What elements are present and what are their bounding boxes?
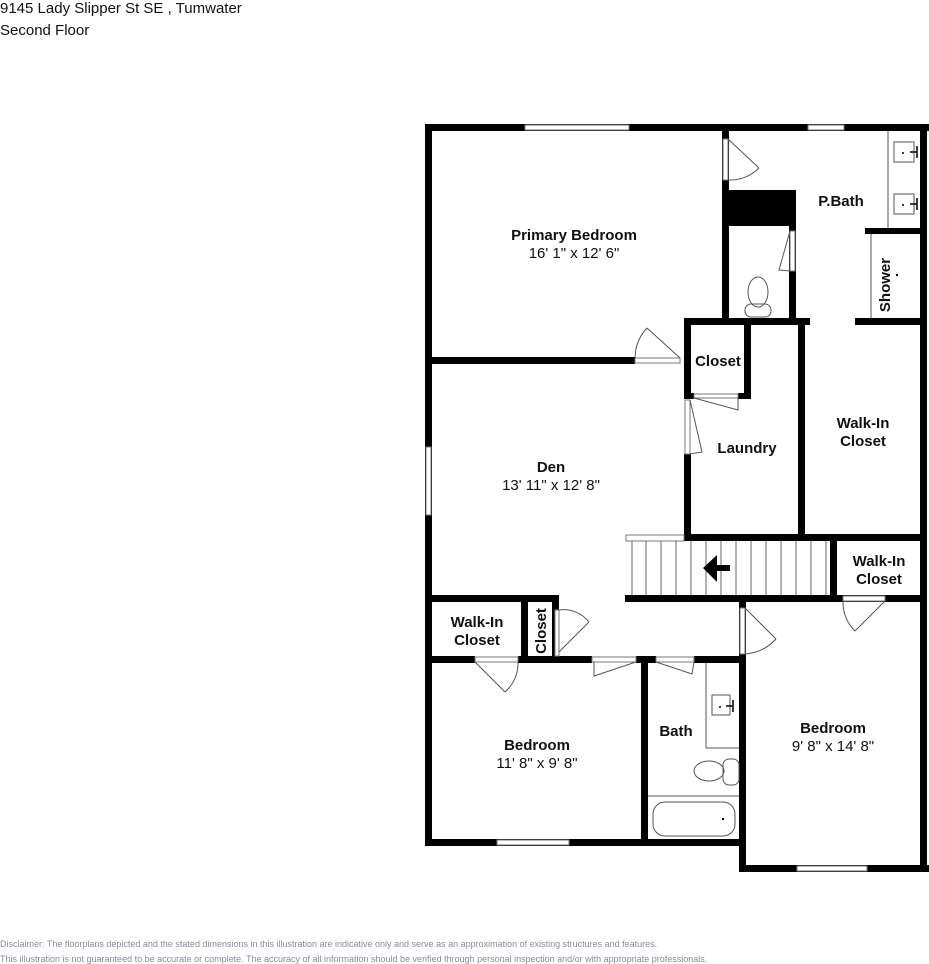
property-address: 9145 Lady Slipper St SE , Tumwater bbox=[0, 0, 242, 17]
bedroom-left-label: Bedroom bbox=[504, 737, 570, 754]
walk-in-closet-upper-label-2: Closet bbox=[840, 433, 886, 450]
disclaimer-line-1: Disclaimer: The floorplans depicted and … bbox=[0, 939, 658, 949]
bedroom-left-dims: 11' 8" x 9' 8" bbox=[496, 755, 577, 772]
den-dims: 13' 11" x 12' 8" bbox=[502, 477, 600, 494]
walk-in-closet-left-label-1: Walk-In bbox=[451, 614, 504, 631]
den-label: Den bbox=[537, 459, 565, 476]
fixtures bbox=[648, 131, 918, 837]
closet-small-label: Closet bbox=[533, 608, 550, 654]
bath-label: Bath bbox=[659, 723, 692, 740]
disclaimer-line-2: This illustration is not guaranteed to b… bbox=[0, 954, 708, 964]
primary-bedroom-dims: 16' 1" x 12' 6" bbox=[529, 245, 620, 262]
walk-in-closet-upper-label-1: Walk-In bbox=[837, 415, 890, 432]
floor-label: Second Floor bbox=[0, 22, 90, 39]
walk-in-closet-left-label-2: Closet bbox=[454, 632, 500, 649]
shower-label: Shower bbox=[877, 258, 894, 312]
room-labels: Primary Bedroom 16' 1" x 12' 6" P.Bath S… bbox=[451, 193, 906, 772]
stairs-arrow-left-icon bbox=[703, 555, 730, 582]
bedroom-right-label: Bedroom bbox=[800, 720, 866, 737]
doors bbox=[474, 138, 886, 693]
bedroom-right-dims: 9' 8" x 14' 8" bbox=[792, 738, 874, 755]
walls bbox=[425, 124, 929, 872]
stairs bbox=[625, 534, 827, 595]
laundry-label: Laundry bbox=[717, 440, 777, 457]
primary-bedroom-label: Primary Bedroom bbox=[511, 227, 637, 244]
walk-in-closet-lower-label-2: Closet bbox=[856, 571, 902, 588]
walk-in-closet-lower-label-1: Walk-In bbox=[853, 553, 906, 570]
closet-upper-label: Closet bbox=[695, 353, 741, 370]
p-bath-label: P.Bath bbox=[818, 193, 864, 210]
windows bbox=[425, 124, 868, 872]
